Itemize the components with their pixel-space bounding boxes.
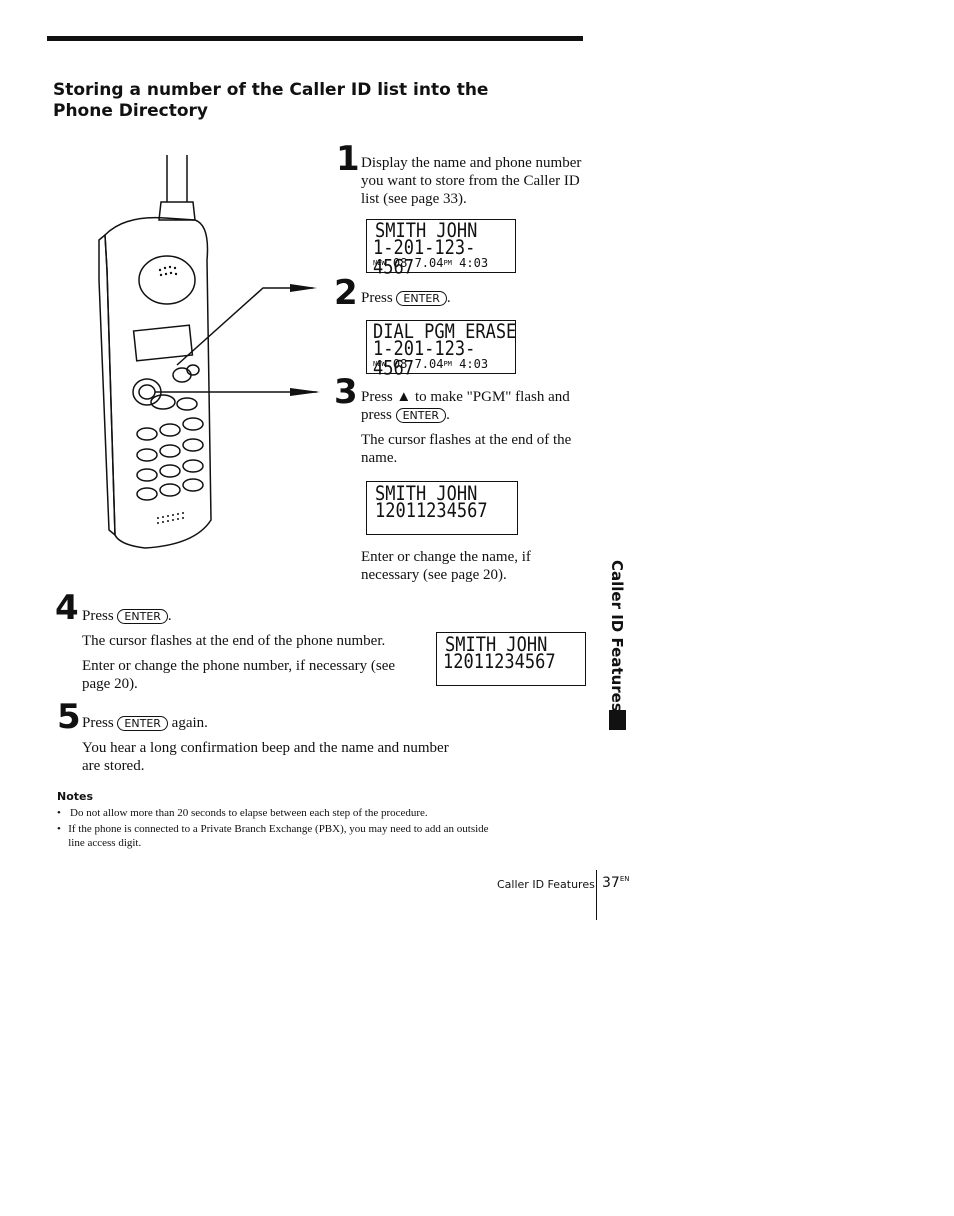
page-number-sup: EN <box>619 875 630 883</box>
side-tab-marker <box>609 710 626 730</box>
section-title: Storing a number of the Caller ID list i… <box>53 80 489 121</box>
footer-divider <box>596 870 597 920</box>
lcd-time: 4:03 <box>459 256 489 270</box>
step-3-prefix: Press ▲ to make "PGM" flash and press <box>361 389 570 423</box>
lcd-display-3: SMITH JOHN 12011234567 <box>366 481 518 535</box>
lcd-line-2: 12011234567 <box>443 650 556 674</box>
side-tab: Caller ID Features <box>604 560 628 712</box>
notes-list: • Do not allow more than 20 seconds to e… <box>57 806 497 850</box>
note-text: Do not allow more than 20 seconds to ela… <box>70 807 428 819</box>
lcd-date: 08 7.04 <box>392 357 444 371</box>
step-1-number: 1 <box>336 139 360 179</box>
note-text: If the phone is connected to a Private B… <box>68 823 489 849</box>
step-4-prefix: Press <box>82 608 114 624</box>
lcd-line-2: 1-201-123-4567 <box>373 236 476 280</box>
step-4-number: 4 <box>55 588 79 628</box>
step-2-suffix: . <box>446 290 451 306</box>
enter-key: ENTER <box>396 291 447 306</box>
note-item: • If the phone is connected to a Private… <box>57 822 497 850</box>
step-4-text: Press ENTER. <box>82 607 172 625</box>
enter-key: ENTER <box>395 408 447 423</box>
step-3-text: Press ▲ to make "PGM" flash and press EN… <box>361 388 581 424</box>
lcd-time: 4:03 <box>459 357 489 371</box>
step-4-note: The cursor flashes at the end of the pho… <box>82 633 386 649</box>
lcd-new-indicator: NEW <box>373 259 386 267</box>
step-3-note: The cursor flashes at the end of the nam… <box>361 432 572 466</box>
top-rule <box>47 36 583 41</box>
step-5-number: 5 <box>57 697 81 737</box>
step-4-instruction: Enter or change the phone number, if nec… <box>82 658 396 692</box>
bullet-icon: • <box>57 807 61 819</box>
step-5-note: You hear a long confirmation beep and th… <box>82 740 449 774</box>
step-4-suffix: . <box>167 608 172 624</box>
lcd-line-1: SMITH JOHN <box>445 633 548 657</box>
enter-key: ENTER <box>117 716 168 731</box>
lcd-display-2: DIAL PGM ERASE 1-201-123-4567 NEW 08 7.0… <box>366 320 517 379</box>
step-5-text: Press ENTER again. <box>82 714 208 732</box>
lcd-date: 08 7.04 <box>392 256 444 270</box>
enter-key: ENTER <box>117 609 168 624</box>
lcd-display-1: SMITH JOHN 1-201-123-4567 NEW 08 7.04PM … <box>366 219 516 278</box>
lcd-pm-indicator: PM <box>443 360 452 368</box>
step-5-prefix: Press <box>82 715 114 731</box>
bullet-icon: • <box>57 823 61 835</box>
lcd-new-indicator: NEW <box>373 360 386 368</box>
lcd-line-1: SMITH JOHN <box>375 482 478 506</box>
lcd-line-2: 12011234567 <box>375 499 488 523</box>
step-2-number: 2 <box>334 273 358 313</box>
note-item: • Do not allow more than 20 seconds to e… <box>57 806 497 820</box>
lcd-line-2: 1-201-123-4567 <box>373 337 476 381</box>
step-3-suffix: . <box>446 407 450 423</box>
lcd-display-4: SMITH JOHN 12011234567 <box>436 632 586 686</box>
notes-title: Notes <box>57 790 94 803</box>
step-1-text: Display the name and phone number you wa… <box>361 155 582 207</box>
step-2-text: Press ENTER. <box>361 289 451 307</box>
step-3-instruction: Enter or change the name, if necessary (… <box>361 549 531 583</box>
lcd-line-1: DIAL PGM ERASE <box>373 320 517 344</box>
step-2-prefix: Press <box>361 290 393 306</box>
page-number-value: 37 <box>602 875 620 891</box>
handset-illustration <box>98 155 320 549</box>
footer-section: Caller ID Features <box>497 878 595 891</box>
page-number: 37EN <box>602 875 630 891</box>
side-tab-label: Caller ID Features <box>608 560 626 712</box>
step-3-number: 3 <box>334 372 358 412</box>
lcd-line-1: SMITH JOHN <box>375 219 478 243</box>
lcd-pm-indicator: PM <box>443 259 452 267</box>
step-5-suffix: again. <box>167 715 208 731</box>
